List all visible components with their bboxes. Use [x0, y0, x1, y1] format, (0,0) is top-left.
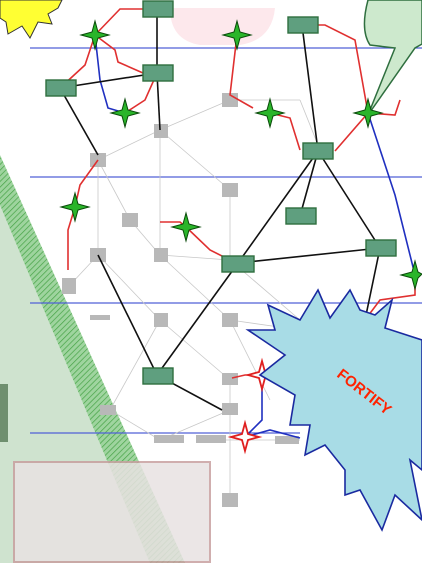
- node: [288, 17, 318, 33]
- green-star-icon: [61, 193, 89, 221]
- sun-shape: [0, 0, 62, 38]
- node: [143, 65, 173, 81]
- explosion-burst: FORTIFY: [248, 290, 422, 530]
- node: [143, 368, 173, 384]
- green-star-icon: [401, 261, 422, 289]
- green-star-icon: [111, 99, 139, 127]
- speech-bubble: [364, 0, 422, 115]
- node: [303, 143, 333, 159]
- left-dark-tab: [0, 384, 8, 442]
- node: [143, 1, 173, 17]
- node: [222, 256, 254, 272]
- pink-blob: [170, 8, 275, 45]
- green-star-icon: [354, 99, 382, 127]
- node: [366, 240, 396, 256]
- node: [286, 208, 316, 224]
- faded-box: [14, 462, 210, 562]
- node: [46, 80, 76, 96]
- green-star-icon: [256, 99, 284, 127]
- background-decor: [0, 8, 275, 563]
